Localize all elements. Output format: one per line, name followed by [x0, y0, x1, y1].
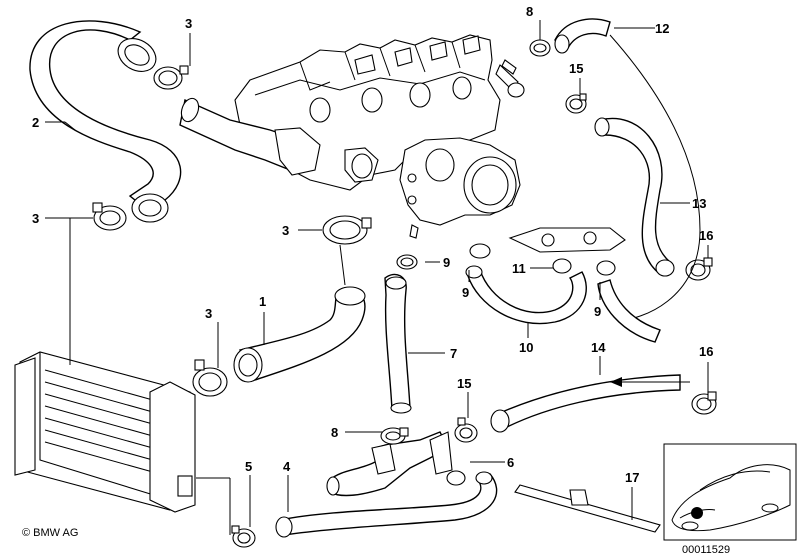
clamp-6 — [446, 470, 466, 486]
callout-9-b: 9 — [462, 285, 469, 300]
clamp-9a — [396, 254, 418, 270]
copyright-text: © BMW AG — [22, 527, 78, 539]
pipe-6 — [326, 431, 453, 497]
callout-1: 1 — [259, 294, 266, 309]
callout-2: 2 — [32, 115, 39, 130]
callout-16-lower: 16 — [699, 344, 713, 359]
callout-8-lower: 8 — [331, 425, 338, 440]
callout-9-a: 9 — [443, 255, 450, 270]
clamp-8-top — [529, 39, 551, 57]
clamp-3-lower — [192, 359, 228, 397]
leader-lines — [45, 20, 709, 535]
hose-14 — [490, 374, 690, 433]
clamp-3-left — [92, 202, 127, 231]
callout-14: 14 — [591, 340, 606, 355]
clamp-3-mid — [322, 215, 372, 245]
callout-labels: 3 2 3 3 3 1 8 12 15 13 16 9 11 9 9 10 7 … — [32, 4, 713, 485]
clamp-16-upper — [685, 257, 713, 281]
callout-3-left: 3 — [32, 211, 39, 226]
image-number: 00011529 — [682, 544, 730, 556]
callout-8-top: 8 — [526, 4, 533, 19]
clamp-15-top — [565, 93, 587, 114]
hose-2 — [29, 20, 182, 223]
callout-5: 5 — [245, 459, 252, 474]
callout-15-lower: 15 — [457, 376, 471, 391]
callout-9-c: 9 — [594, 304, 601, 319]
flange-11 — [508, 227, 626, 253]
clamp-9b — [469, 243, 491, 259]
clamp-15-lower — [454, 417, 478, 443]
hose-1 — [233, 286, 366, 383]
callout-6: 6 — [507, 455, 514, 470]
callout-7: 7 — [450, 346, 457, 361]
vehicle-location-inset — [663, 443, 797, 541]
hose-9-right — [597, 279, 661, 343]
callout-15-top: 15 — [569, 61, 583, 76]
radiator — [14, 351, 196, 513]
clamp-8-lower — [380, 427, 409, 445]
hose-12 — [554, 18, 611, 54]
hose-7 — [384, 273, 412, 414]
callout-17: 17 — [625, 470, 639, 485]
callout-12: 12 — [655, 21, 669, 36]
hose-13 — [594, 117, 675, 277]
callout-16-upper: 16 — [699, 228, 713, 243]
hose-10 — [465, 265, 587, 325]
hose-4 — [275, 471, 498, 538]
clamp-3-top — [153, 65, 189, 90]
callout-10: 10 — [519, 340, 533, 355]
clamp-16-lower — [691, 391, 717, 415]
callout-3-top: 3 — [185, 16, 192, 31]
callout-4: 4 — [283, 459, 291, 474]
callout-11: 11 — [512, 261, 526, 276]
inlet-pipe — [179, 97, 321, 176]
callout-3-lower: 3 — [205, 306, 212, 321]
clamp-5 — [231, 525, 256, 548]
clamp-11 — [552, 258, 572, 274]
cable-tie-17 — [514, 484, 661, 533]
callout-13: 13 — [692, 196, 706, 211]
callout-3-mid: 3 — [282, 223, 289, 238]
clamp-9c — [596, 260, 616, 276]
